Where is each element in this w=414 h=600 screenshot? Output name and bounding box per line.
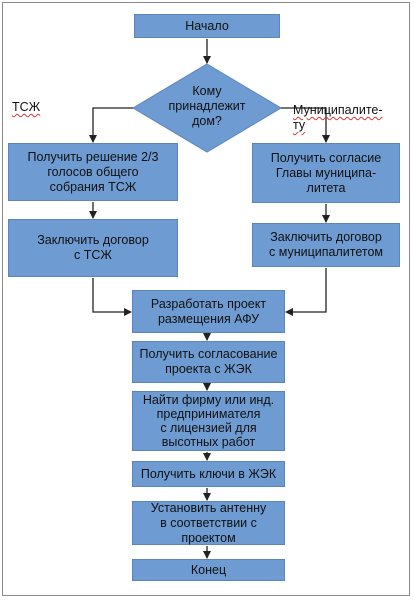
arrow-decision-to-left <box>89 107 133 143</box>
step-get-approval: Получить согласование проекта с ЖЭК <box>132 341 285 383</box>
diagram-frame <box>2 2 410 596</box>
step-municipality-contract: Заключить договор с муниципалитетом <box>252 223 400 267</box>
arrow-left-merge <box>92 278 132 316</box>
step-get-keys: Получить ключи в ЖЭК <box>132 461 285 487</box>
start-node: Начало <box>134 14 280 38</box>
step-develop-project: Разработать проект размещения АФУ <box>132 290 285 333</box>
step-tszh-contract: Заключить договор с ТСЖ <box>8 219 178 277</box>
arrow-right-merge <box>285 268 327 316</box>
step-install-antenna: Установить антенну в соответствии с прое… <box>132 501 285 545</box>
arrow-decision-to-right <box>281 107 330 143</box>
end-node: Конец <box>132 559 285 581</box>
branch-label-tszh: ТСЖ <box>12 100 41 114</box>
branch-label-municipality: Муниципалите- ту <box>293 103 383 132</box>
step-tszh-decision: Получить решение 2/3 голосов общего собр… <box>8 143 178 201</box>
decision-text: Кому принадлежит дом? <box>168 84 246 128</box>
decision-diamond <box>132 63 282 153</box>
step-find-contractor: Найти фирму или инд. предпринимателя с л… <box>132 391 285 451</box>
step-municipality-consent: Получить согласие Главы муниципа- литета <box>252 143 400 203</box>
